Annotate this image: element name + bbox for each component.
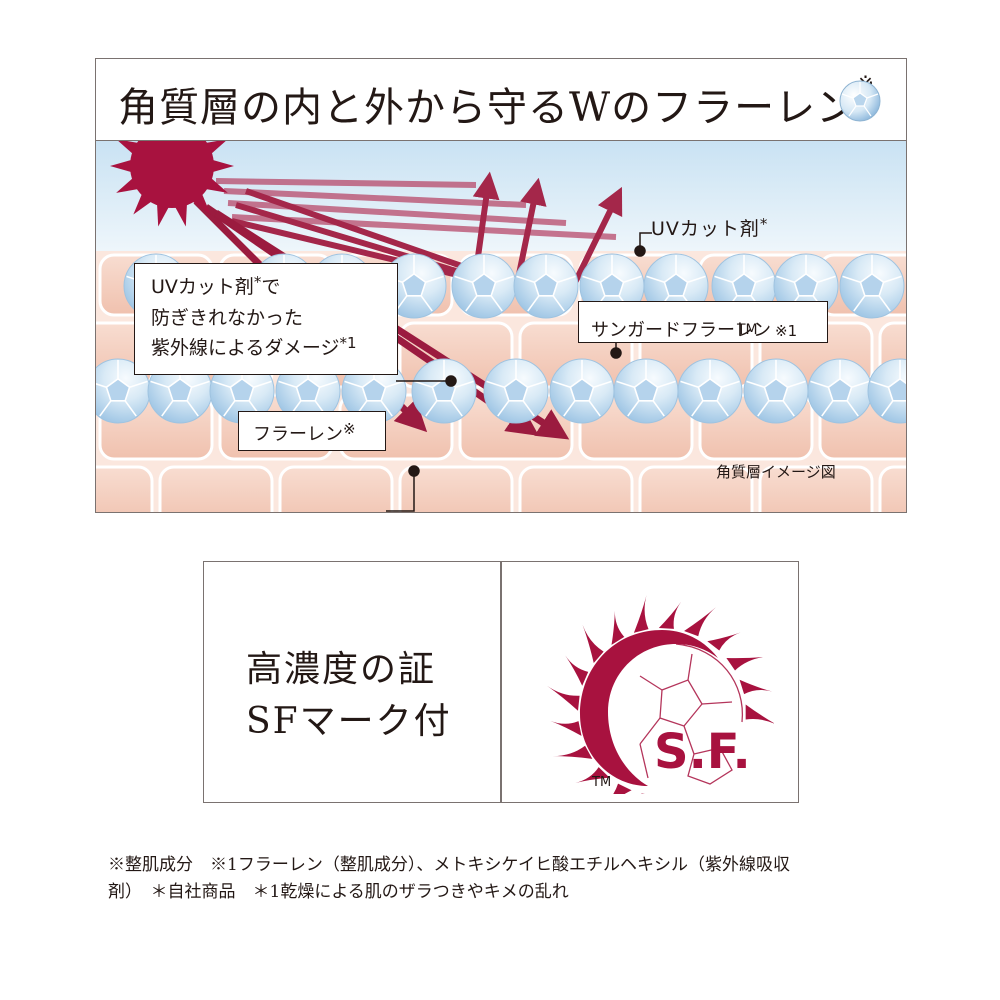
fullerene-ball xyxy=(867,358,906,424)
skin-cell xyxy=(398,465,514,512)
fullerene-ball-icon xyxy=(839,80,881,122)
claim-line-2: SFマーク付 xyxy=(246,701,452,742)
label-damage-box: UVカット剤*で 防ぎきれなかった 紫外線によるダメージ*1 xyxy=(134,263,398,375)
reflected-ray xyxy=(223,188,527,208)
footnote: ※整肌成分 ※1フラーレン（整肌成分）、メトキシケイヒ酸エチルヘキシル（紫外線吸… xyxy=(108,852,928,906)
logo-ray xyxy=(726,656,767,671)
logo-ray xyxy=(546,685,580,711)
fullerene-ball xyxy=(96,358,151,424)
skin-cell xyxy=(158,465,274,512)
fullerene-ball xyxy=(839,253,905,319)
label-fullerene-box: フラーレン※ xyxy=(238,411,386,451)
fullerene-ball xyxy=(677,358,743,424)
skin-cell xyxy=(638,465,754,512)
skin-cell xyxy=(758,465,874,512)
fullerene-ball xyxy=(743,358,809,424)
logo-ray xyxy=(575,767,610,783)
reflected-ray xyxy=(215,178,477,188)
diagram-caption: 角質層イメージ図 xyxy=(716,463,836,481)
logo-ray xyxy=(613,783,632,794)
sun-ray xyxy=(156,203,170,227)
sf-mark-panel: 高濃度の証 SFマーク付 S.F. TM xyxy=(203,561,799,803)
fullerene-ball xyxy=(513,253,579,319)
fullerene-ball xyxy=(549,358,615,424)
claim-line-1: 高濃度の証 xyxy=(246,649,437,690)
skin-cell xyxy=(518,465,634,512)
skin-cell xyxy=(96,465,154,512)
footnote-line-2: 剤） ＊自社商品 ＊1乾燥による肌のザラつきやキメの乱れ xyxy=(108,882,569,902)
logo-ray xyxy=(739,679,773,695)
skin-cell xyxy=(278,465,394,512)
logo-ray xyxy=(658,601,682,629)
fullerene-ball xyxy=(341,358,407,424)
fullerene-ball xyxy=(807,358,873,424)
sun-ray xyxy=(110,159,133,173)
skin-cell xyxy=(878,465,906,512)
logo-ray xyxy=(633,595,649,633)
fullerene-ball xyxy=(411,358,477,424)
logo-ray xyxy=(552,745,593,759)
sun-ray xyxy=(211,159,234,173)
sf-logo-text: S.F. xyxy=(654,724,751,780)
logo-ray xyxy=(565,655,589,686)
label-uv-cut: UVカット剤* xyxy=(651,215,769,240)
sf-logo-icon: S.F. TM xyxy=(546,595,774,794)
logo-ray xyxy=(641,793,645,794)
logo-ray xyxy=(582,624,604,664)
diagram-panel: 角質層の内と外から守るWのフラーレン※ xyxy=(95,58,907,513)
diagram-title: 角質層の内と外から守るWのフラーレン※ xyxy=(118,71,875,133)
fullerene-ball xyxy=(451,253,517,319)
logo-ray xyxy=(684,607,717,637)
fullerene-ball xyxy=(483,358,549,424)
title-band: 角質層の内と外から守るWのフラーレン※ xyxy=(96,59,906,141)
logo-ray xyxy=(550,720,582,736)
logo-ray xyxy=(707,632,741,651)
footnote-line-1: ※整肌成分 ※1フラーレン（整肌成分）、メトキシケイヒ酸エチルヘキシル（紫外線吸… xyxy=(108,855,790,875)
fullerene-ball xyxy=(613,358,679,424)
logo-ray xyxy=(611,610,625,645)
sun-ray xyxy=(174,203,188,227)
sun-icon xyxy=(110,141,234,227)
logo-ray xyxy=(745,704,774,724)
sf-logo-tm: TM xyxy=(591,775,611,790)
fullerene-ball xyxy=(381,253,447,319)
panel-divider xyxy=(500,562,502,802)
stratum-corneum-illustration: UVカット剤* UVカット剤*で 防ぎきれなかった 紫外線によるダメージ*1 サ… xyxy=(96,141,906,512)
sky-band xyxy=(96,141,906,251)
